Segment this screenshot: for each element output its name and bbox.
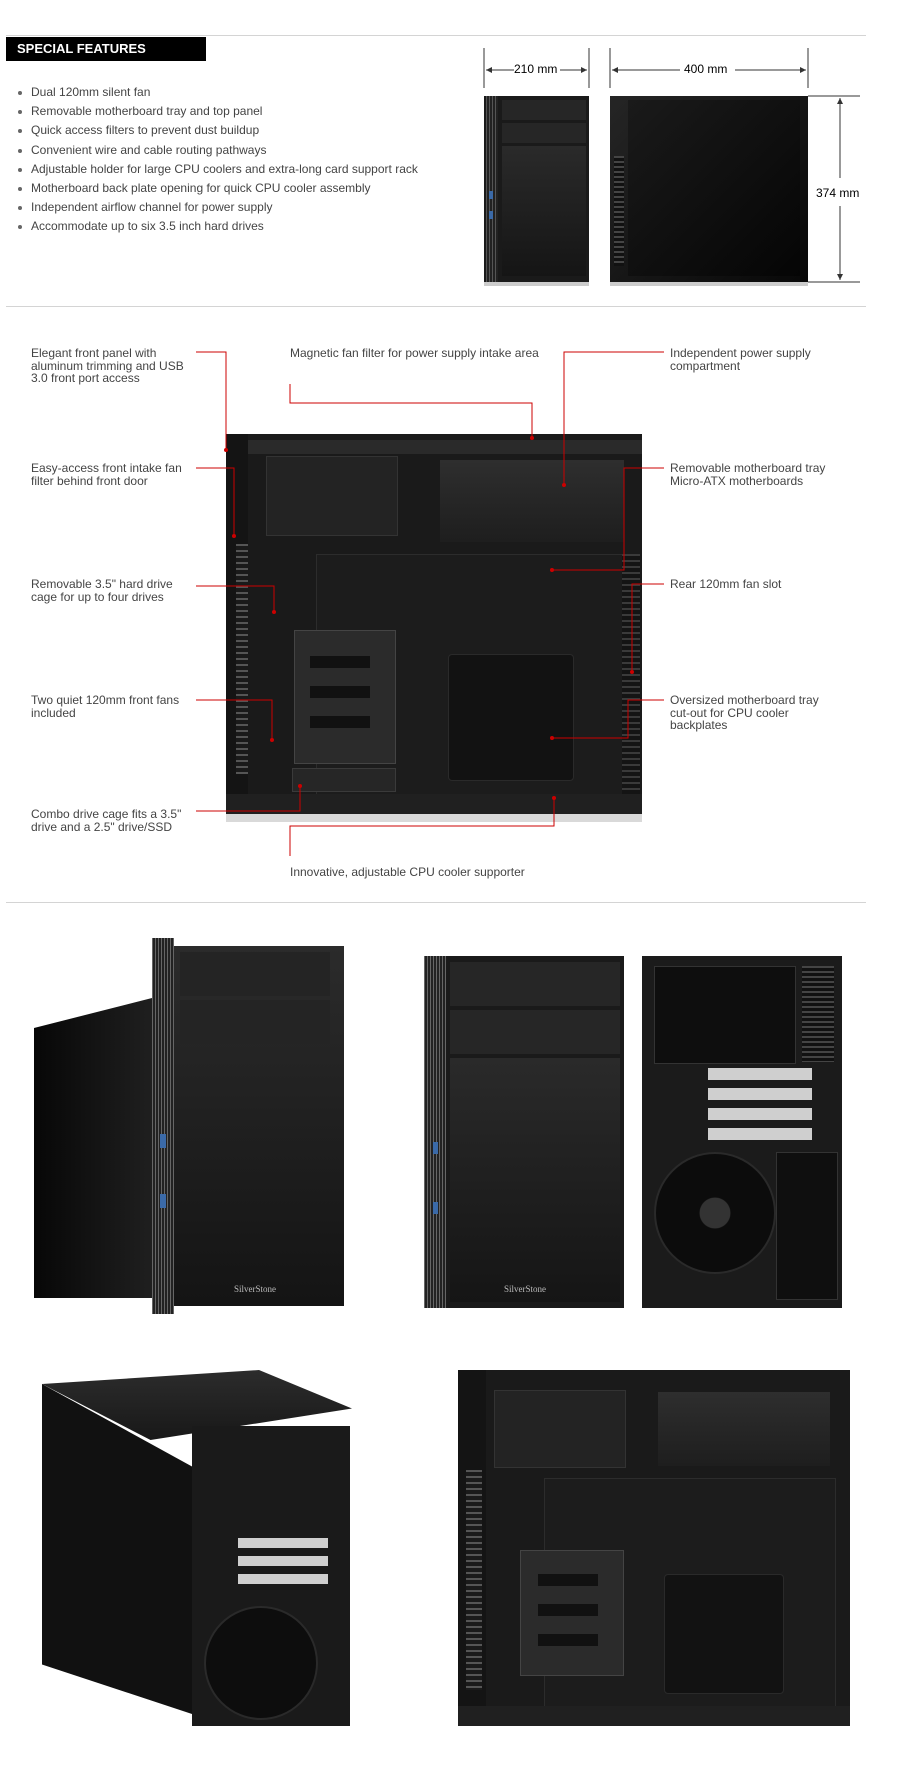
combo-drive-cage bbox=[292, 768, 396, 792]
rear-fan-slot bbox=[622, 554, 640, 794]
section-title: SPECIAL FEATURES bbox=[6, 37, 206, 61]
height-label: 374 mm bbox=[816, 186, 860, 200]
front-bezel-trim bbox=[152, 938, 174, 1314]
expansion-slot bbox=[238, 1574, 328, 1584]
expansion-slot bbox=[708, 1088, 812, 1100]
callout-rear-fan: Rear 120mm fan slot bbox=[670, 577, 782, 591]
brand-logo: SilverStone bbox=[504, 1284, 546, 1294]
front-bezel-trim bbox=[424, 956, 446, 1308]
case-front-photo: SilverStone bbox=[424, 956, 624, 1308]
callout-combo-cage: Combo drive cage fits a 3.5" drive and a… bbox=[31, 807, 182, 834]
case-side-face bbox=[34, 998, 152, 1298]
intake-filter bbox=[466, 1470, 482, 1690]
fan-grill bbox=[654, 1152, 776, 1274]
front-door bbox=[450, 1058, 620, 1302]
drive-bay-cover bbox=[502, 100, 586, 120]
callout-cooler-supporter: Innovative, adjustable CPU cooler suppor… bbox=[290, 865, 525, 879]
case-angled-rear-photo bbox=[42, 1370, 352, 1730]
case-interior-view bbox=[226, 434, 642, 814]
case-base bbox=[226, 794, 642, 814]
brand-logo: SilverStone bbox=[234, 1284, 276, 1294]
drive-bay-cover bbox=[180, 952, 330, 996]
interior-shadow bbox=[226, 814, 642, 822]
case-rear-photo bbox=[642, 956, 842, 1308]
callout-intake-filter: Easy-access front intake fan filter behi… bbox=[31, 461, 182, 488]
expansion-slot bbox=[238, 1538, 328, 1548]
expansion-slot bbox=[708, 1068, 812, 1080]
front-door bbox=[502, 146, 586, 276]
cooler-cutout bbox=[448, 654, 574, 781]
psu-opening bbox=[776, 1152, 838, 1300]
intake-filter bbox=[236, 544, 248, 774]
feature-item: Motherboard back plate opening for quick… bbox=[18, 179, 418, 198]
usb-port bbox=[433, 1142, 438, 1154]
feature-item: Quick access filters to prevent dust bui… bbox=[18, 121, 418, 140]
usb-port bbox=[433, 1202, 438, 1214]
feature-item: Accommodate up to six 3.5 inch hard driv… bbox=[18, 217, 418, 236]
case-front-thumbnail bbox=[484, 96, 589, 282]
expansion-slot bbox=[708, 1128, 812, 1140]
drive-sled bbox=[310, 656, 370, 668]
top-divider bbox=[6, 35, 866, 36]
feature-item: Dual 120mm silent fan bbox=[18, 83, 418, 102]
callout-mb-tray: Removable motherboard tray Micro-ATX mot… bbox=[670, 461, 826, 488]
case-interior-photo bbox=[458, 1370, 850, 1726]
bottom-divider bbox=[6, 902, 866, 903]
depth-label: 400 mm bbox=[684, 62, 728, 76]
drive-sled bbox=[538, 1604, 598, 1616]
rear-top-opening bbox=[654, 966, 796, 1064]
usb-port bbox=[489, 211, 493, 219]
front-shadow bbox=[484, 282, 589, 286]
callout-psu-compartment: Independent power supply compartment bbox=[670, 346, 811, 373]
drive-sled bbox=[538, 1574, 598, 1586]
drive-bays bbox=[494, 1390, 626, 1468]
expansion-slot bbox=[238, 1556, 328, 1566]
fan-grill bbox=[204, 1606, 318, 1720]
callout-front-fans: Two quiet 120mm front fans included bbox=[31, 693, 180, 720]
feature-item: Convenient wire and cable routing pathwa… bbox=[18, 141, 418, 160]
psu-compartment bbox=[440, 460, 624, 542]
usb-port bbox=[160, 1134, 166, 1148]
feature-item: Adjustable holder for large CPU coolers … bbox=[18, 160, 418, 179]
feature-item: Removable motherboard tray and top panel bbox=[18, 102, 418, 121]
cooler-cutout bbox=[664, 1574, 784, 1694]
feature-list: Dual 120mm silent fan Removable motherbo… bbox=[18, 83, 418, 237]
callout-front-panel: Elegant front panel with aluminum trimmi… bbox=[31, 346, 184, 385]
top-rail bbox=[248, 440, 642, 454]
width-label: 210 mm bbox=[514, 62, 558, 76]
front-bezel-trim bbox=[486, 96, 498, 282]
case-base bbox=[458, 1706, 850, 1726]
feature-item: Independent airflow channel for power su… bbox=[18, 198, 418, 217]
side-vent bbox=[614, 156, 624, 266]
callout-psu-filter: Magnetic fan filter for power supply int… bbox=[290, 346, 539, 360]
expansion-slot bbox=[708, 1108, 812, 1120]
drive-bay-cover bbox=[502, 123, 586, 143]
case-angled-front-photo: SilverStone bbox=[34, 938, 346, 1314]
drive-sled bbox=[538, 1634, 598, 1646]
side-shadow bbox=[610, 282, 808, 286]
callout-leader-lines bbox=[196, 351, 664, 856]
drive-bay-cover bbox=[450, 1010, 620, 1054]
middle-divider bbox=[6, 306, 866, 307]
drive-bays bbox=[266, 456, 398, 536]
callout-cutout: Oversized motherboard tray cut-out for C… bbox=[670, 693, 819, 732]
drive-sled bbox=[310, 686, 370, 698]
usb-port bbox=[160, 1194, 166, 1208]
callout-hdd-cage: Removable 3.5" hard drive cage for up to… bbox=[31, 577, 173, 604]
drive-sled bbox=[310, 716, 370, 728]
dimension-lines bbox=[483, 48, 860, 283]
psu-compartment bbox=[658, 1392, 830, 1466]
case-side-thumbnail bbox=[610, 96, 808, 282]
drive-bay-cover bbox=[450, 962, 620, 1006]
drive-bay-cover bbox=[180, 1000, 330, 1044]
side-panel bbox=[628, 100, 800, 276]
usb-port bbox=[489, 191, 493, 199]
rear-vent bbox=[802, 966, 834, 1062]
